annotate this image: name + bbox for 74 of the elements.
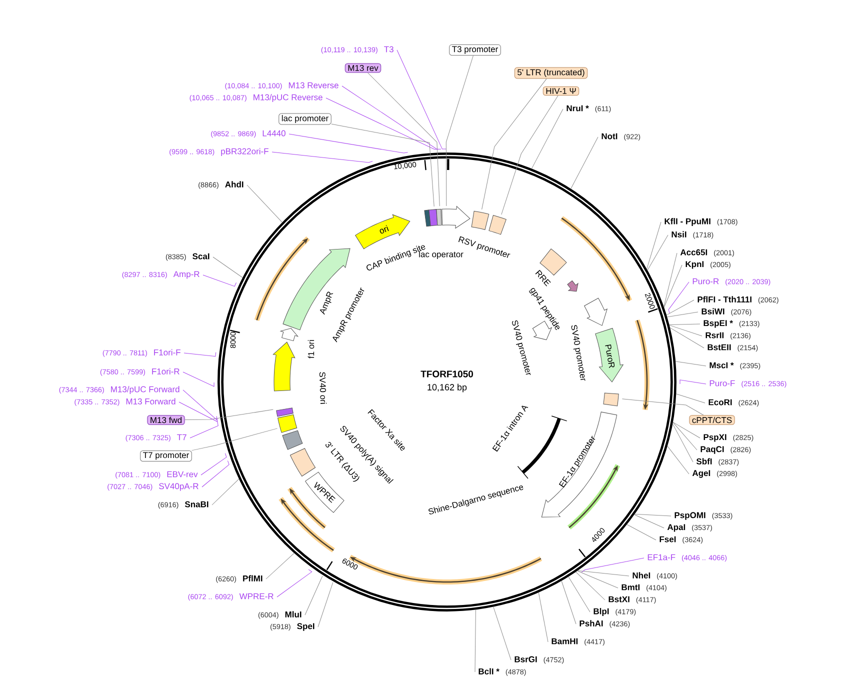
leader-line (577, 570, 618, 588)
leader-line (212, 256, 243, 278)
leader-line (646, 222, 662, 270)
leader-line (676, 394, 706, 404)
leader-line (680, 380, 706, 384)
feature-name: SV40 ori (319, 372, 327, 404)
leader-line (272, 152, 373, 163)
leader-line (561, 580, 576, 624)
leader-line (482, 78, 547, 210)
leader-line (634, 514, 664, 528)
feature-label: T7 promoter (140, 450, 192, 462)
leader-line (647, 234, 668, 270)
leader-line (304, 576, 323, 616)
leader-line (666, 300, 694, 316)
feature-label: lac promoter (278, 113, 332, 125)
feature-name: f1 ori (308, 340, 314, 358)
leader-line (200, 453, 227, 476)
leader-line (246, 184, 282, 223)
leader-line (318, 582, 334, 628)
leader-line (288, 134, 408, 154)
leader-line (578, 570, 630, 576)
feature-name: SV40 promoter (571, 325, 586, 381)
leader-line (192, 428, 278, 451)
feature-label: HIV-1 Ψ (542, 86, 580, 96)
feature-name: AmpR (320, 292, 334, 315)
leader-line (538, 592, 548, 642)
leader-line (342, 86, 442, 150)
leader-line (531, 108, 564, 169)
leader-line (568, 576, 590, 612)
leader-line (190, 421, 218, 438)
leader-line (178, 402, 218, 422)
feature-label: M13 fwd (147, 415, 185, 425)
leader-line (666, 312, 698, 318)
leader-line (664, 264, 682, 308)
leader-line (266, 552, 294, 580)
leader-line (331, 124, 434, 207)
leader-line (669, 324, 702, 336)
leader-line (493, 606, 512, 660)
leader-line (474, 609, 476, 672)
leader-line (570, 136, 598, 190)
feature-label: T3 promoter (449, 44, 501, 56)
leader-line (396, 50, 447, 150)
leader-line (184, 409, 274, 420)
leader-line (182, 390, 218, 420)
feature-label: cPPT/CTS (689, 415, 735, 425)
map-title: TFORF1050 (420, 370, 473, 378)
leader-line (675, 361, 706, 366)
leader-line (326, 98, 439, 150)
feature-name: lac operator (419, 251, 464, 259)
leader-line (622, 398, 704, 416)
leader-line (634, 514, 672, 516)
leader-line (672, 422, 700, 438)
leader-line (212, 478, 240, 506)
leader-line (202, 460, 230, 488)
feature-label: 5' LTR (truncated) (514, 67, 588, 79)
leader-line (446, 55, 474, 206)
feature-label: M13 rev (344, 63, 382, 73)
leader-line (576, 572, 606, 600)
leader-line (276, 569, 312, 598)
leader-line (670, 327, 704, 348)
leader-line (581, 558, 644, 572)
leader-line (626, 524, 656, 540)
leader-line (672, 422, 698, 450)
leader-line (501, 95, 558, 215)
leader-line (669, 324, 700, 326)
leader-line (184, 352, 216, 357)
leader-line (667, 446, 690, 474)
leader-line (368, 72, 440, 206)
leader-line (668, 282, 690, 314)
leader-line (664, 252, 678, 308)
leader-line (202, 274, 236, 287)
plasmid-size: 10,162 bp (428, 384, 467, 392)
leader-line (182, 372, 214, 387)
leader-line (672, 424, 694, 462)
